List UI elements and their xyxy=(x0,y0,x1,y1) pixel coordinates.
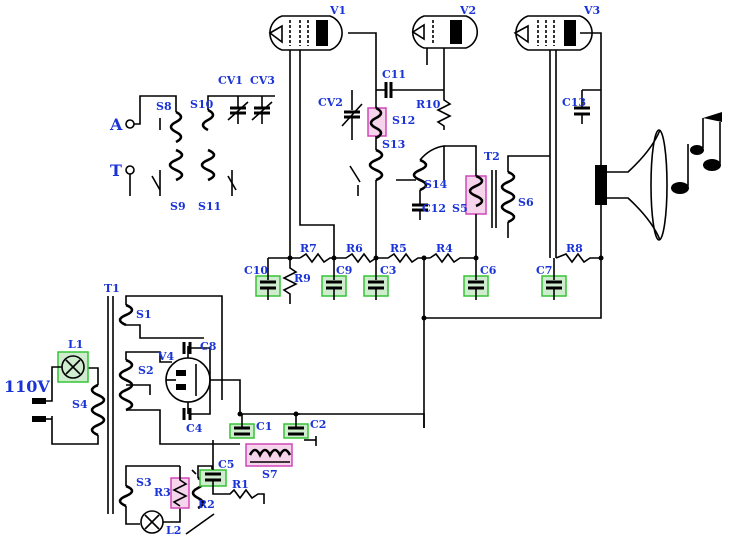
variable-capacitor-cv2 xyxy=(341,103,363,140)
mains-plug-icon xyxy=(32,386,53,422)
lamp-l2-icon xyxy=(140,508,181,534)
label-s14: S14 xyxy=(424,178,448,191)
label-s11: S11 xyxy=(198,200,221,213)
tube-v3-icon xyxy=(513,15,593,51)
label-v2: V2 xyxy=(459,4,476,17)
capacitor-c6 xyxy=(463,258,489,300)
label-c6: C6 xyxy=(480,264,497,277)
label-v1: V1 xyxy=(329,4,346,17)
label-s4: S4 xyxy=(72,398,88,411)
label-l2: L2 xyxy=(166,524,181,537)
label-s3: S3 xyxy=(136,476,152,489)
label-c9: C9 xyxy=(336,264,352,277)
music-notes-icon xyxy=(671,112,722,194)
capacitor-c1 xyxy=(229,414,255,439)
resistor-r1 xyxy=(222,488,265,504)
label-s10: S10 xyxy=(190,98,214,111)
capacitor-c8 xyxy=(182,342,211,380)
label-cv2: CV2 xyxy=(318,96,343,109)
label-s5: S5 xyxy=(452,202,468,215)
label-v4: V4 xyxy=(157,350,175,363)
label-r7: R7 xyxy=(300,242,317,255)
variable-capacitor-cv1 xyxy=(227,96,249,124)
label-s6: S6 xyxy=(518,196,534,209)
choke-s7 xyxy=(245,443,293,467)
tube-v4-icon xyxy=(165,357,211,403)
label-t1: T1 xyxy=(104,282,120,295)
label-r5: R5 xyxy=(390,242,407,255)
capacitor-c11 xyxy=(376,82,444,98)
label-c8: C8 xyxy=(200,340,217,353)
label-mains: 110V xyxy=(4,377,50,396)
label-v3: V3 xyxy=(583,4,600,17)
label-s7: S7 xyxy=(262,468,278,481)
label-s8: S8 xyxy=(156,100,172,113)
label-c2: C2 xyxy=(310,418,326,431)
capacitor-c9 xyxy=(321,258,347,300)
label-t2: T2 xyxy=(484,150,500,163)
resistor-r9 xyxy=(282,258,298,304)
label-c10: C10 xyxy=(244,264,268,277)
capacitor-c2 xyxy=(283,414,317,446)
label-s1: S1 xyxy=(136,308,152,321)
label-r9: R9 xyxy=(294,272,311,285)
capacitor-c5 xyxy=(199,469,227,495)
label-a: A xyxy=(109,115,123,134)
speaker-icon xyxy=(595,129,668,241)
variable-capacitor-cv3 xyxy=(251,96,273,124)
label-s12: S12 xyxy=(392,114,415,127)
label-r4: R4 xyxy=(436,242,453,255)
capacitor-c8-c3 xyxy=(363,258,389,300)
label-r10: R10 xyxy=(416,98,441,111)
tube-v1-icon xyxy=(268,15,343,51)
label-c4: C4 xyxy=(186,422,203,435)
label-r6: R6 xyxy=(346,242,363,255)
capacitor-c7 xyxy=(541,258,567,300)
label-c1: C1 xyxy=(256,420,272,433)
lamp-l1-icon xyxy=(51,351,89,386)
label-c7: C7 xyxy=(536,264,552,277)
label-r8: R8 xyxy=(566,242,583,255)
capacitor-c4 xyxy=(182,380,211,420)
tube-v2-icon xyxy=(411,15,478,49)
capacitor-c10 xyxy=(255,258,281,300)
label-s13: S13 xyxy=(382,138,405,151)
capacitor-c12 xyxy=(412,203,428,220)
label-r3: R3 xyxy=(154,486,171,499)
label-r1: R1 xyxy=(232,478,249,491)
label-c3: C3 xyxy=(380,264,396,277)
label-r2: R2 xyxy=(198,498,215,511)
label-s2: S2 xyxy=(138,364,154,377)
label-c11: C11 xyxy=(382,68,406,81)
label-c13: C13 xyxy=(562,96,586,109)
label-t: T xyxy=(110,161,122,180)
label-c12: C12 xyxy=(422,202,446,215)
label-l1: L1 xyxy=(68,338,83,351)
label-cv3: CV3 xyxy=(250,74,275,87)
label-s9: S9 xyxy=(170,200,186,213)
label-cv1: CV1 xyxy=(218,74,243,87)
capacitor-c13 xyxy=(574,89,601,124)
label-c5: C5 xyxy=(218,458,234,471)
